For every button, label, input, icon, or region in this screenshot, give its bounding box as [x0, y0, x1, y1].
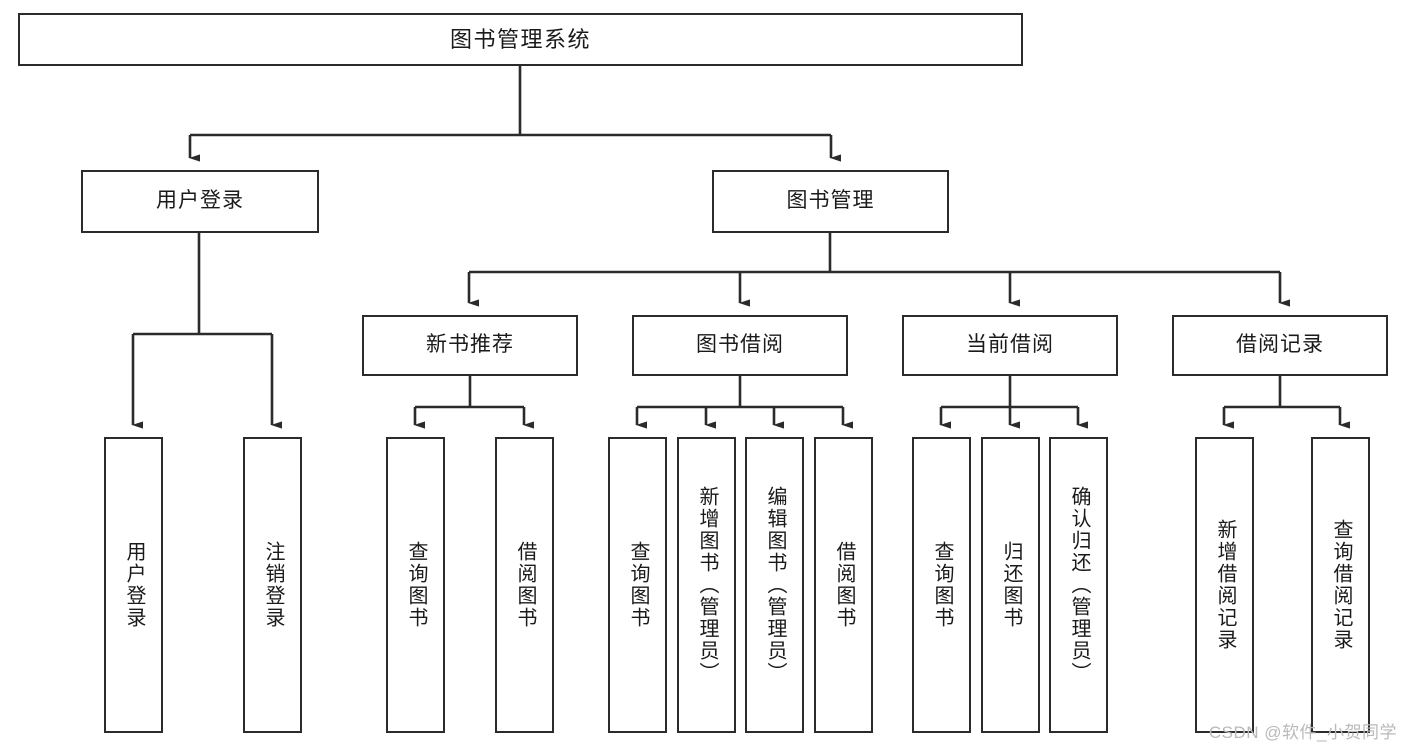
node-label: 图书借阅 [696, 333, 784, 357]
node-label: 借阅图书 [833, 541, 855, 629]
node-label: 借阅记录 [1236, 333, 1324, 357]
node-user-login[interactable]: 用户登录 [81, 170, 319, 233]
leaf-user-login-signout[interactable]: 注销登录 [243, 437, 302, 733]
node-label: 查询图书 [931, 541, 953, 629]
node-label: 新增借阅记录 [1214, 519, 1236, 651]
node-label: 用户登录 [156, 189, 244, 213]
node-label: 借阅图书 [514, 541, 536, 629]
node-label: 新书推荐 [426, 333, 514, 357]
node-label: 新增图书（管理员） [696, 486, 718, 684]
node-current-borrowing[interactable]: 当前借阅 [902, 315, 1118, 376]
watermark: CSDN @软件_小贺同学 [1208, 723, 1397, 742]
node-borrowing-record[interactable]: 借阅记录 [1172, 315, 1388, 376]
node-new-book-recommendation[interactable]: 新书推荐 [362, 315, 578, 376]
leaf-borrow-record-add[interactable]: 新增借阅记录 [1195, 437, 1254, 733]
leaf-current-borrow-confirm-return[interactable]: 确认归还（管理员） [1049, 437, 1108, 733]
node-label: 查询借阅记录 [1330, 519, 1352, 651]
node-label: 图书管理系统 [449, 26, 591, 52]
leaf-book-borrow-add[interactable]: 新增图书（管理员） [677, 437, 736, 733]
node-label: 注销登录 [262, 541, 284, 629]
node-label: 归还图书 [1000, 541, 1022, 629]
node-root-system[interactable]: 图书管理系统 [18, 13, 1023, 66]
node-label: 当前借阅 [966, 333, 1054, 357]
leaf-borrow-record-query[interactable]: 查询借阅记录 [1311, 437, 1370, 733]
leaf-new-book-query[interactable]: 查询图书 [386, 437, 445, 733]
node-book-borrowing[interactable]: 图书借阅 [632, 315, 848, 376]
leaf-book-borrow-edit[interactable]: 编辑图书（管理员） [745, 437, 804, 733]
node-label: 查询图书 [627, 541, 649, 629]
leaf-book-borrow-query[interactable]: 查询图书 [608, 437, 667, 733]
leaf-new-book-borrow[interactable]: 借阅图书 [495, 437, 554, 733]
node-book-management[interactable]: 图书管理 [712, 170, 949, 233]
leaf-current-borrow-return[interactable]: 归还图书 [981, 437, 1040, 733]
leaf-user-login-signin[interactable]: 用户登录 [104, 437, 163, 733]
leaf-current-borrow-query[interactable]: 查询图书 [912, 437, 971, 733]
node-label: 查询图书 [405, 541, 427, 629]
node-label: 用户登录 [123, 541, 145, 629]
leaf-book-borrow-borrow[interactable]: 借阅图书 [814, 437, 873, 733]
node-label: 确认归还（管理员） [1068, 486, 1090, 684]
node-label: 图书管理 [786, 189, 875, 213]
node-label: 编辑图书（管理员） [764, 486, 786, 684]
